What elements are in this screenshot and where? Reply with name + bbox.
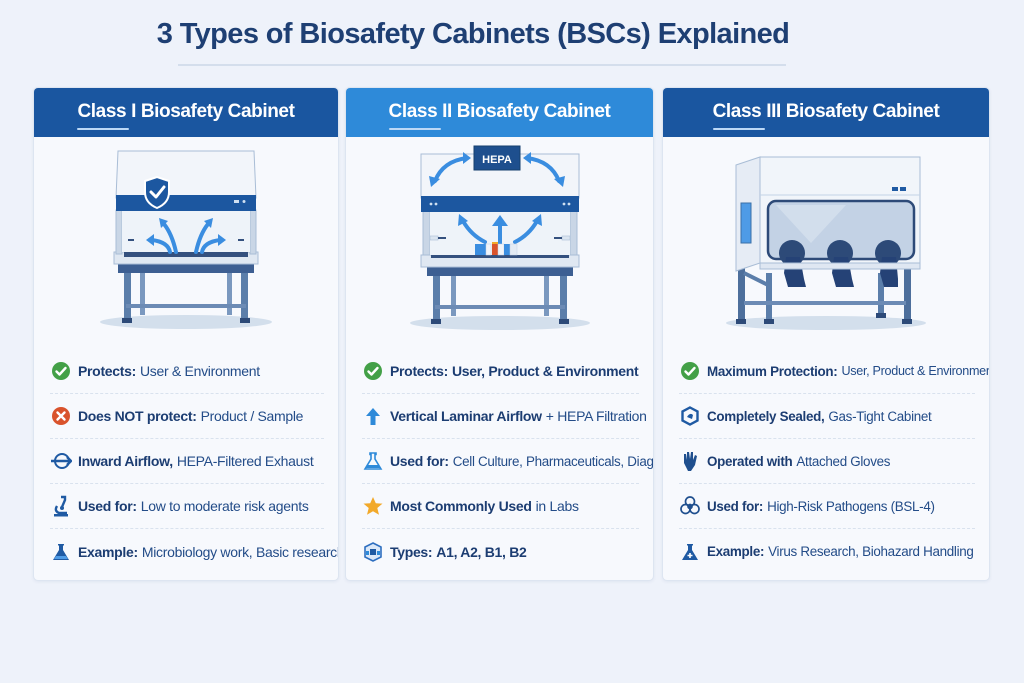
hepa-label: HEPA (482, 154, 512, 166)
list-item: Types:A1, A2, B1, B2 (362, 529, 639, 574)
class-1-illustration (34, 137, 338, 349)
x-circle-icon (50, 405, 72, 427)
class-3-illustration (663, 137, 989, 349)
card-title: Class III Biosafety Cabinet (712, 100, 940, 122)
class-1-cabinet-icon (100, 150, 272, 329)
list-item: Used for:High-Risk Pathogens (BSL-4) (679, 484, 975, 529)
title-underline (388, 127, 441, 130)
list-item: Inward Airflow,HEPA-Filtered Exhaust (50, 439, 324, 484)
flask-icon (50, 541, 72, 563)
feature-list: Protects:User & Environment Does NOT pro… (34, 349, 338, 574)
card-header: Class I Biosafety Cabinet (34, 88, 338, 137)
airflow-arrow-icon (50, 450, 72, 472)
class-2-card: Class II Biosafety Cabinet (345, 87, 654, 581)
list-item: Completely Sealed,Gas-Tight Cabinet (679, 394, 975, 439)
flask-icon (362, 450, 384, 472)
cube-icon (362, 541, 384, 563)
glove-icon (679, 450, 701, 472)
card-title: Class II Biosafety Cabinet (388, 100, 611, 122)
class-3-glovebox-icon (726, 156, 926, 330)
microscope-icon (50, 495, 72, 517)
list-item: Vertical Laminar Airflow+ HEPA Filtratio… (362, 394, 647, 439)
title-underline (712, 127, 765, 130)
flask-icon (679, 541, 701, 563)
card-title: Class I Biosafety Cabinet (77, 100, 295, 122)
class-2-illustration: HEPA (346, 137, 653, 349)
list-item: Does NOT protect:Product / Sample (50, 394, 324, 439)
feature-list: Protects:User, Product & Environment Ver… (346, 349, 653, 574)
check-circle-icon (50, 360, 72, 382)
up-arrow-icon (362, 405, 384, 427)
list-item: Protects:User & Environment (50, 349, 324, 394)
list-item: Example:Microbiology work, Basic researc… (50, 529, 338, 574)
page-title: 3 Types of Biosafety Cabinets (BSCs) Exp… (156, 18, 790, 50)
card-header: Class II Biosafety Cabinet (346, 88, 653, 137)
feature-list: Maximum Protection:User, Product & Envir… (663, 349, 989, 574)
check-circle-icon (679, 360, 701, 382)
list-item: Maximum Protection:User, Product & Envir… (679, 349, 989, 394)
card-header: Class III Biosafety Cabinet (663, 88, 989, 137)
sealed-hexagon-icon (679, 405, 701, 427)
list-item: Used for:Cell Culture, Pharmaceuticals, … (362, 439, 653, 484)
list-item: Protects:User, Product & Environment (362, 349, 639, 394)
list-item: Example:Virus Research, Biohazard Handli… (679, 529, 975, 574)
class-1-card: Class I Biosafety Cabinet (33, 87, 339, 581)
star-icon (362, 495, 384, 517)
title-divider (178, 64, 786, 66)
list-item: Used for:Low to moderate risk agents (50, 484, 324, 529)
title-underline (77, 127, 130, 130)
class-3-card: Class III Biosafety Cabinet (662, 87, 990, 581)
check-circle-icon (362, 360, 384, 382)
biohazard-icon (679, 495, 701, 517)
class-2-cabinet-icon: HEPA (409, 145, 590, 330)
